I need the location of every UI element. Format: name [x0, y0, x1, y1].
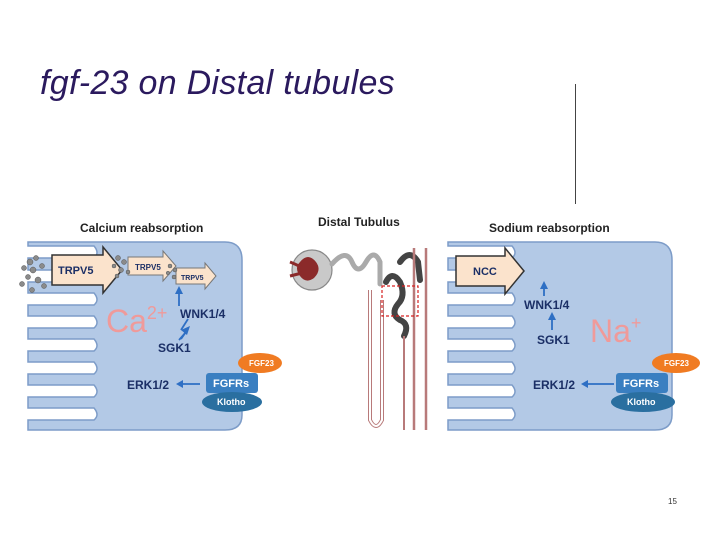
klotho-coreceptor-right	[611, 392, 675, 412]
trpv5-channel-small: TRPV5	[175, 261, 217, 291]
distal-tubulus-title: Distal Tubulus	[318, 215, 400, 229]
pathway-arrowheads-left	[175, 286, 190, 388]
proximal-tubule	[329, 252, 383, 287]
distal-tubule-segment	[383, 273, 410, 339]
vertical-divider-line	[575, 84, 576, 204]
fgfr-receptor-right	[616, 373, 668, 393]
erk-node-left: ERK1/2	[127, 378, 169, 392]
pathway-arrowheads-right	[540, 281, 588, 388]
trpv5-label-3: TRPV5	[181, 275, 204, 282]
calcium-ion-label: Ca2+	[106, 303, 167, 339]
sodium-reabsorption-panel: Sodium reabsorption NCC Na+ WNK1/4 SGK1 …	[447, 221, 700, 431]
erk-node-right: ERK1/2	[533, 378, 575, 392]
sgk1-node-left: SGK1	[158, 341, 191, 355]
klotho-label-left: Klotho	[217, 397, 246, 407]
distal-tubulus-panel: Distal Tubulus	[289, 215, 428, 430]
loop-of-henle-outer	[368, 290, 384, 428]
page-number: 15	[668, 497, 677, 506]
trpv5-label-1: TRPV5	[58, 265, 93, 277]
collecting-duct	[412, 248, 428, 430]
fgfr-label-left: FGFRs	[213, 378, 249, 390]
glomerulus-capillary-icon	[297, 257, 319, 281]
fgf23-ligand-right	[652, 353, 700, 373]
molecule-cluster-icon	[19, 255, 47, 293]
ncc-label: NCC	[473, 266, 497, 278]
sodium-ion-label: Na+	[590, 313, 641, 349]
wnk-node-right: WNK1/4	[524, 298, 570, 312]
molecule-cluster-icon	[165, 263, 178, 280]
fgfr-label-right: FGFRs	[623, 378, 659, 390]
sodium-panel-title: Sodium reabsorption	[489, 221, 610, 235]
slide-title: fgf-23 on Distal tubules	[40, 64, 395, 102]
fgf23-ligand-left	[238, 353, 282, 373]
klotho-coreceptor-left	[202, 392, 262, 412]
calcium-panel-title: Calcium reabsorption	[80, 221, 203, 235]
molecule-cluster-icon	[111, 255, 131, 279]
highlight-box	[381, 285, 419, 317]
sgk1-node-right: SGK1	[537, 333, 570, 347]
trpv5-channel-large: TRPV5	[51, 244, 123, 296]
calcium-reabsorption-panel: Calcium reabsorption TRPV5 TRPV5 TRPV5	[19, 221, 282, 431]
trpv5-label-2: TRPV5	[135, 263, 161, 272]
klotho-label-right: Klotho	[627, 397, 656, 407]
fgf23-label-right: FGF23	[664, 359, 689, 368]
fgf23-label-left: FGF23	[249, 359, 274, 368]
fgfr-receptor-left	[206, 373, 258, 393]
ncc-channel: NCC	[455, 245, 525, 297]
wnk-node-left: WNK1/4	[180, 307, 226, 321]
